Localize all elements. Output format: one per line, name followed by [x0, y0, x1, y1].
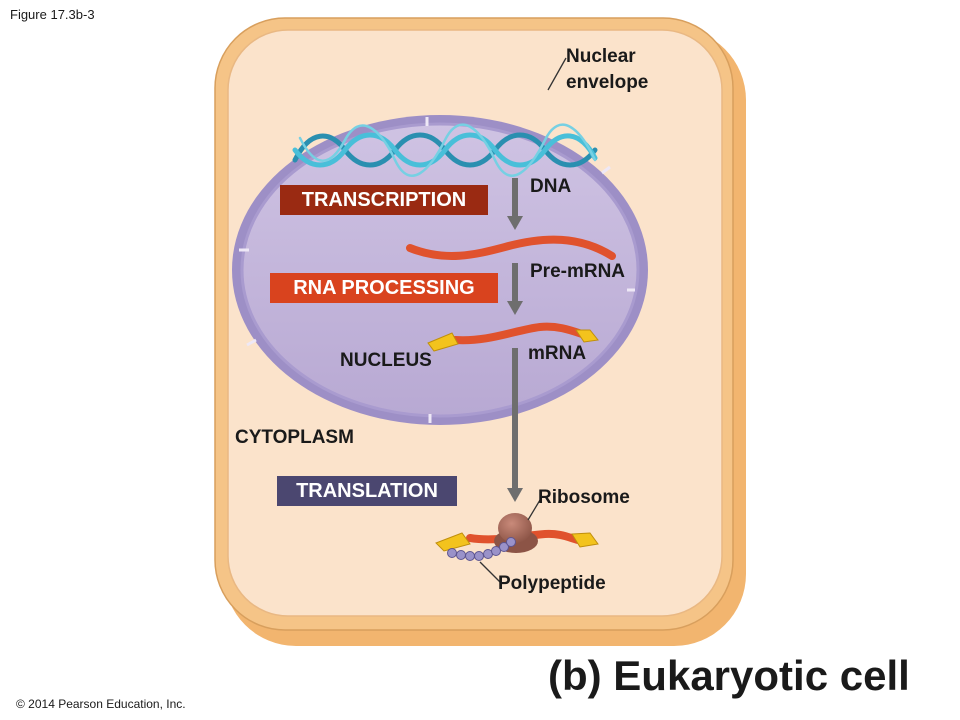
- polypeptide-label: Polypeptide: [498, 573, 606, 594]
- dna-label: DNA: [530, 176, 572, 197]
- ribosome-pointer: [527, 499, 541, 521]
- nucleus-label: NUCLEUS: [340, 350, 432, 371]
- nuclear-envelope-label-line1: Nuclear: [566, 46, 636, 67]
- figure-label: Figure 17.3b-3: [10, 7, 95, 22]
- nuclear-envelope-label-line2: envelope: [566, 72, 649, 93]
- rna-processing-step-box: RNA PROCESSING: [270, 273, 498, 303]
- figure-caption: (b) Eukaryotic cell: [548, 652, 910, 699]
- dna-helix: [292, 123, 598, 177]
- copyright-notice: © 2014 Pearson Education, Inc.: [16, 697, 186, 711]
- polypeptide-pointer: [479, 561, 501, 583]
- nuclear-pores: [239, 117, 635, 423]
- cytoplasm-label: CYTOPLASM: [235, 427, 354, 448]
- translation-step-box: TRANSLATION: [277, 476, 457, 506]
- pre-mrna-strand: [406, 235, 616, 260]
- flow-arrows: [507, 178, 523, 502]
- mrna-poly-a-tail: [575, 329, 599, 343]
- mrna-strand: [427, 322, 599, 352]
- mrna-label: mRNA: [528, 343, 587, 364]
- nuclear-envelope-pointer: [547, 57, 567, 91]
- ribosome-label: Ribosome: [538, 487, 630, 508]
- pre-mrna-label: Pre-mRNA: [530, 261, 626, 282]
- polypeptide-chain: [447, 537, 516, 561]
- mrna-5-cap: [427, 332, 459, 352]
- cytoplasmic-mrna: [435, 529, 599, 552]
- transcription-step-box: TRANSCRIPTION: [280, 185, 488, 215]
